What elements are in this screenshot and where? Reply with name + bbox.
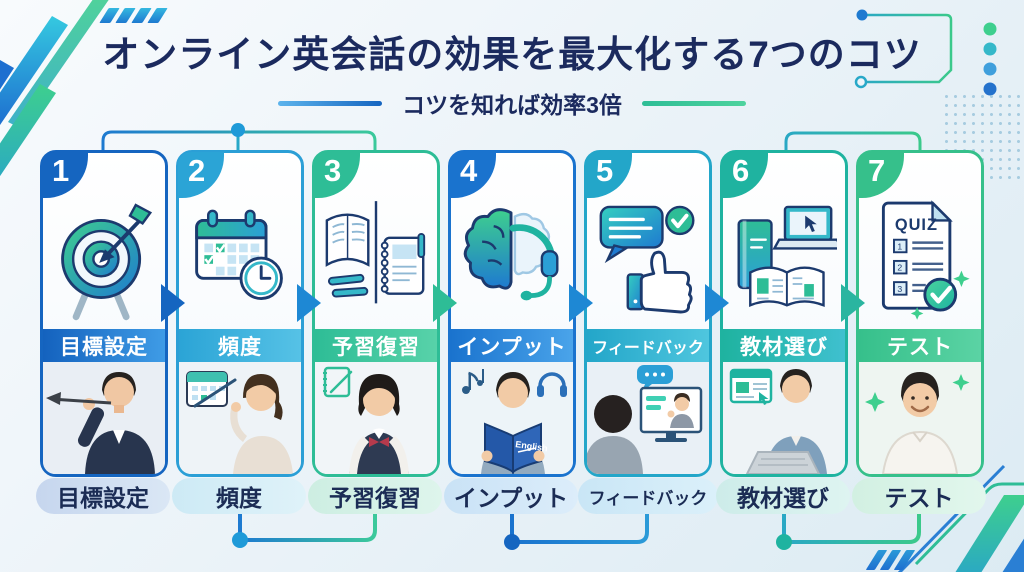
- subtitle-line-left-decoration: [278, 100, 383, 106]
- step-card-input: 4 インプット: [448, 150, 576, 477]
- bottom-label-materials: 教材選び: [716, 478, 850, 514]
- step-number-badge: 4: [450, 152, 496, 198]
- corner-slashes-icon: [865, 550, 916, 570]
- bottom-label-input: インプット: [444, 478, 578, 514]
- quiz-item-number: 3: [897, 284, 902, 294]
- quiz-item-number: 2: [897, 263, 902, 273]
- photo-preview-review: [315, 362, 437, 474]
- photo-frequency: [179, 362, 301, 474]
- step-card-goal-setting: 1 目標設定: [40, 150, 168, 477]
- step-label-band: インプット: [451, 329, 573, 362]
- photo-materials: [723, 362, 845, 474]
- photo-test: [859, 362, 981, 474]
- bottom-label-test: テスト: [852, 478, 986, 514]
- step-card-preview-review: 3 予習復習: [312, 150, 440, 477]
- step-label-band: 予習復習: [315, 329, 437, 362]
- step-card-feedback: 5 フィードバック: [584, 150, 712, 477]
- photo-goal-setting: [43, 362, 165, 474]
- bottom-label-frequency: 頻度: [172, 478, 306, 514]
- speech-bubble-thumbs-up-icon: [587, 191, 709, 327]
- textbook-laptop-icon: [723, 191, 845, 327]
- subtitle-line-right-decoration: [641, 100, 746, 106]
- step-card-frequency: 2: [176, 150, 304, 477]
- photo-input: English: [451, 362, 573, 474]
- page-subtitle: コツを知れば効率3倍: [402, 92, 622, 118]
- photo-feedback: [587, 362, 709, 474]
- step-label-band: 目標設定: [43, 329, 165, 362]
- bottom-label-goal-setting: 目標設定: [36, 478, 170, 514]
- brain-headset-icon: [451, 191, 573, 327]
- step-card-test: 7 QUIZ 1 2 3 テスト: [856, 150, 984, 477]
- step-label-band: 頻度: [179, 329, 301, 362]
- target-dartboard-icon: [43, 191, 165, 327]
- step-label-band: フィードバック: [587, 329, 709, 362]
- step-card-materials: 6 教材選び: [720, 150, 848, 477]
- subtitle-row: コツを知れば効率3倍: [0, 86, 1024, 120]
- calendar-clock-icon: [179, 191, 301, 327]
- title-slashes-icon: [99, 8, 168, 23]
- step-label-band: テスト: [859, 329, 981, 362]
- quiz-sheet-icon: QUIZ 1 2 3: [859, 191, 981, 327]
- open-book-notebook-icon: [315, 191, 437, 327]
- bottom-label-feedback: フィードバック: [578, 478, 718, 514]
- page-title: オンライン英会話の効果を最大化する7つのコツ: [102, 34, 922, 75]
- book-title-text: English: [515, 439, 549, 453]
- step-label-band: 教材選び: [723, 329, 845, 362]
- quiz-title-text: QUIZ: [895, 216, 938, 234]
- step-number-badge: 7: [858, 152, 904, 198]
- quiz-item-number: 1: [897, 241, 902, 251]
- bottom-label-preview-review: 予習復習: [308, 478, 442, 514]
